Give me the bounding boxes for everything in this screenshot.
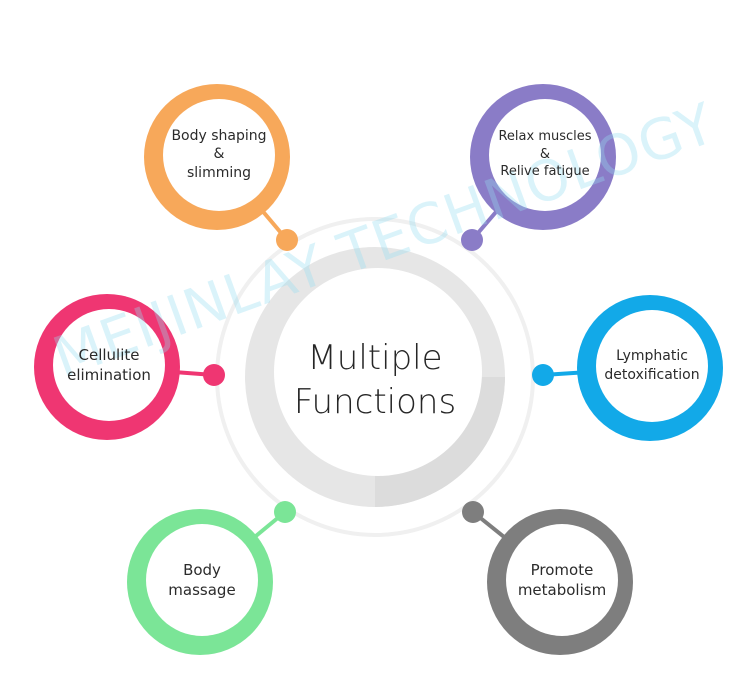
lymphatic-dot — [532, 364, 554, 386]
body-massage-label-line: massage — [168, 581, 236, 600]
body-massage-label: Body massage — [132, 560, 272, 601]
metabolism-label: Promote metabolism — [492, 560, 632, 601]
relax-muscles-inner — [489, 99, 601, 211]
lymphatic-label-line: detoxification — [604, 366, 700, 383]
relax-muscles-label-line: & — [539, 146, 551, 162]
lymphatic-label: Lymphatic detoxification — [582, 347, 722, 385]
body-massage-label-line: Body — [183, 561, 221, 579]
body-massage-inner — [146, 524, 258, 636]
nodes-layer — [34, 84, 723, 655]
metabolism-label-line: metabolism — [517, 581, 607, 600]
cellulite-dot — [203, 364, 225, 386]
cellulite-inner — [53, 309, 165, 421]
metabolism-dot — [462, 501, 484, 523]
center-title-line-2: Functions — [293, 382, 457, 422]
body-shaping-label-line: & — [213, 146, 225, 163]
relax-muscles-label: Relax muscles & Relive fatigue — [475, 128, 615, 181]
body-massage-dot — [274, 501, 296, 523]
metabolism-inner — [506, 524, 618, 636]
relax-muscles-dot — [461, 229, 483, 251]
body-shaping-dot — [276, 229, 298, 251]
center-title-line-1: Multiple — [307, 338, 443, 378]
cellulite-label-line: elimination — [67, 366, 151, 385]
lymphatic-label-line: Lymphatic — [616, 348, 688, 364]
body-shaping-label-line: Body shaping — [171, 127, 267, 144]
center-circle-inner — [274, 268, 482, 476]
cellulite-label-line: Cellulite — [78, 346, 140, 364]
body-shaping-label-line: slimming — [187, 165, 251, 182]
relax-muscles-label-line: Relive fatigue — [500, 164, 590, 180]
lymphatic-inner — [596, 310, 708, 422]
body-shaping-inner — [163, 99, 275, 211]
relax-muscles-label-line: Relax muscles — [498, 129, 592, 144]
body-shaping-label: Body shaping & slimming — [149, 127, 289, 184]
cellulite-label: Cellulite elimination — [39, 345, 179, 386]
metabolism-label-line: Promote — [530, 561, 594, 579]
